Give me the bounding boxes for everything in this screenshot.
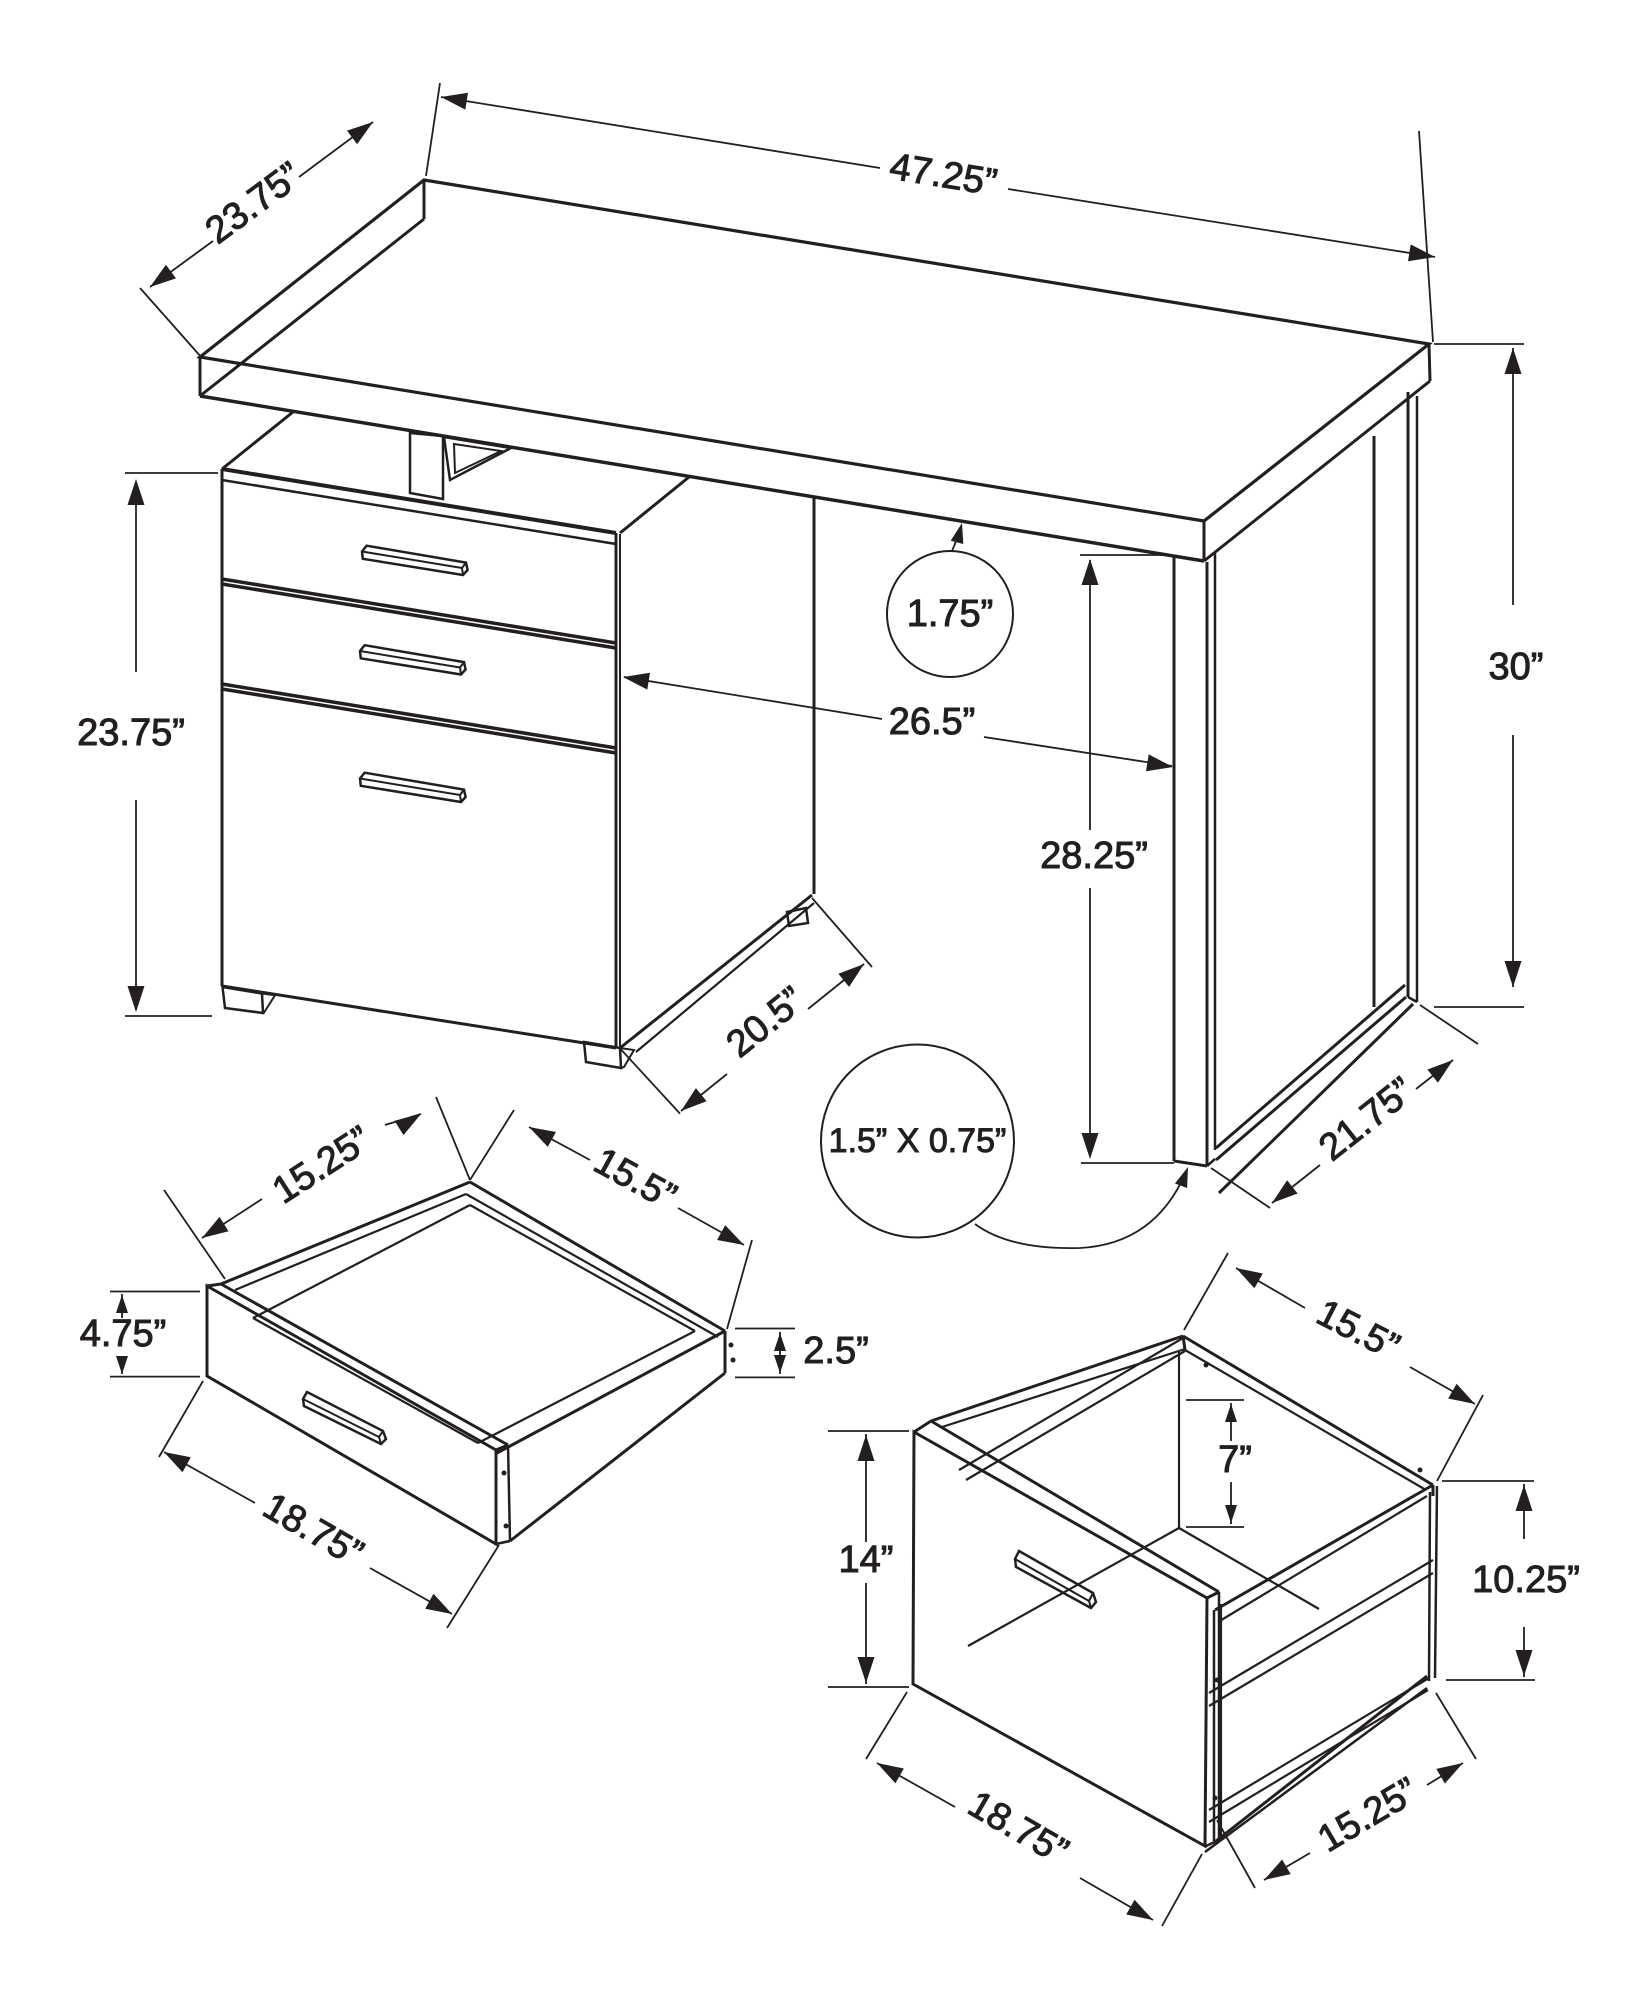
svg-text:30”: 30” (1489, 646, 1544, 688)
svg-text:18.75”: 18.75” (961, 1783, 1075, 1873)
svg-text:20.5”: 20.5” (719, 979, 813, 1066)
svg-text:4.75”: 4.75” (80, 1313, 167, 1355)
svg-text:15.5”: 15.5” (1310, 1292, 1406, 1369)
svg-text:23.75”: 23.75” (198, 154, 310, 252)
svg-text:1.5” X 0.75”: 1.5” X 0.75” (829, 1122, 1007, 1160)
svg-text:15.5”: 15.5” (587, 1140, 683, 1218)
svg-text:2.5”: 2.5” (803, 1330, 868, 1372)
svg-text:21.75”: 21.75” (1311, 1070, 1422, 1170)
svg-text:1.75”: 1.75” (907, 593, 994, 635)
svg-text:15.25”: 15.25” (265, 1118, 378, 1212)
svg-text:23.75”: 23.75” (77, 712, 185, 754)
svg-text:14”: 14” (839, 1539, 894, 1581)
svg-text:10.25”: 10.25” (1472, 1559, 1580, 1601)
svg-text:15.25”: 15.25” (1311, 1770, 1425, 1861)
svg-text:18.75”: 18.75” (256, 1485, 370, 1575)
svg-text:7”: 7” (1218, 1439, 1252, 1481)
svg-text:28.25”: 28.25” (1040, 835, 1148, 877)
svg-text:47.25”: 47.25” (887, 146, 1000, 205)
svg-text:26.5”: 26.5” (889, 701, 976, 743)
